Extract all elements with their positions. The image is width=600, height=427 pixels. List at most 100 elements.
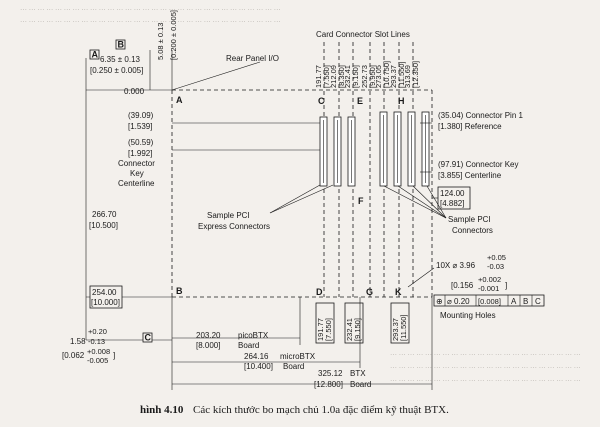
- hole-in-close: ]: [505, 281, 507, 290]
- connector-key-right-2: [3.855] Centerline: [438, 171, 502, 180]
- fcf-c: C: [535, 297, 541, 306]
- board-length-dims: 203.20 picoBTX [8.000] Board 264.16 micr…: [171, 297, 433, 390]
- btx-dim: 325.12: [318, 369, 343, 378]
- bottom-slot-dim: 293.37: [391, 318, 400, 341]
- dim-5059-in: [1.992]: [128, 149, 152, 158]
- pico-name: picoBTX: [238, 331, 269, 340]
- hole-in: [0.156: [451, 281, 474, 290]
- micro-dim: 264.16: [244, 352, 269, 361]
- fcf-tol: ⌀ 0.20: [447, 297, 470, 306]
- dim-3909-in: [1.539]: [128, 122, 152, 131]
- key-left-2: Key: [130, 169, 144, 178]
- hole-tol-plus: +0.05: [487, 253, 506, 262]
- top-slot-dims: 191.77[7.550]212.09[8.350]232.41[9.150]2…: [314, 61, 420, 88]
- point-h: H: [398, 96, 405, 106]
- fcf-b: B: [523, 297, 528, 306]
- feature-control-frame: ⊕ ⌀ 0.20 [0.008] A B C: [433, 294, 545, 307]
- point-g: G: [366, 287, 373, 297]
- top-slot-dim: 232.41: [343, 65, 352, 88]
- bottom-slot-dim-box: [315, 302, 335, 344]
- hole-count-dim: 10X ⌀ 3.96: [436, 261, 476, 270]
- bleed-bottom-line-3: … … … … … … … … … … … … … … … … … … … … …: [390, 375, 581, 383]
- hole-in-minus: -0.001: [478, 284, 499, 293]
- top-slot-dim: 212.09: [329, 65, 338, 88]
- top-slot-dim-in: [11.550]: [397, 61, 406, 88]
- point-c: C: [318, 96, 325, 106]
- key-left-1: Connector: [118, 159, 155, 168]
- bottom-slot-dims: 191.77[7.550]232.41[9.150]293.37[11.550]: [315, 302, 410, 344]
- bottom-slot-dim-in: [7.550]: [324, 318, 333, 341]
- top-slot-dim: 293.37: [389, 65, 398, 88]
- caption-label: hình 4.10: [140, 404, 184, 416]
- pico-dim-in: [8.000]: [196, 341, 220, 350]
- datum-b-box: [115, 39, 126, 50]
- dim-158-minus: -0.13: [88, 337, 105, 346]
- dim-254: 254.00: [92, 288, 117, 297]
- bleed-top-line-2: … … … … … … … … … … … … … … … … … … … … …: [20, 16, 281, 24]
- dim-158-in-close: ]: [113, 351, 115, 360]
- dim-top-left-1: 6.35 ± 0.13: [100, 55, 141, 64]
- sample-pci-1: Sample PCI: [448, 215, 491, 224]
- pico-board: Board: [238, 341, 259, 350]
- dim-124: 124.00: [440, 189, 465, 198]
- top-slot-dim: 191.77: [314, 65, 323, 88]
- top-slot-dim-in: [12.350]: [411, 61, 420, 88]
- datum-a: A: [92, 50, 99, 60]
- bleed-bottom-line-2: … … … … … … … … … … … … … … … … … … … … …: [390, 362, 581, 370]
- btx-dim-in: [12.800]: [314, 380, 343, 389]
- bottom-slot-dim-in: [11.550]: [399, 314, 408, 341]
- bleed-top-line-1: … … … … … … … … … … … … … … … … … … … … …: [20, 4, 281, 12]
- datum-b: B: [118, 40, 125, 50]
- btx-board: Board: [350, 380, 371, 389]
- dim-top-v2: [0.200 ± 0.005]: [169, 10, 178, 60]
- datum-c-box: [142, 332, 153, 343]
- connector-pin1: (35.04) Connector Pin 1: [438, 111, 523, 120]
- top-slot-dim-in: [10.750]: [382, 61, 391, 88]
- bottom-slot-dim: 191.77: [316, 318, 325, 341]
- point-f: F: [358, 196, 364, 206]
- micro-dim-in: [10.400]: [244, 362, 273, 371]
- top-slot-dim-in: [9.150]: [351, 65, 360, 88]
- rear-panel-label: Rear Panel I/O: [226, 54, 279, 63]
- dim-top-v1: 5.08 ± 0.13: [156, 23, 165, 60]
- mounting-holes-label: Mounting Holes: [440, 311, 496, 320]
- top-slot-dim-in: [7.550]: [322, 65, 331, 88]
- caption-text: Các kích thước bo mạch chủ 1.0a đặc điểm…: [193, 404, 449, 416]
- dim-158: 1.58: [70, 337, 86, 346]
- bleed-bottom-line-1: … … … … … … … … … … … … … … … … … … … … …: [390, 349, 581, 357]
- btx-name: BTX: [350, 369, 366, 378]
- hole-in-plus: +0.002: [478, 275, 501, 284]
- top-slot-dim-in: [8.350]: [337, 65, 346, 88]
- dim-zero-top: 0.000: [124, 87, 145, 96]
- fcf-a: A: [511, 297, 517, 306]
- top-slot-dim-in: [9.950]: [368, 65, 377, 88]
- dim-158-plus: +0.20: [88, 327, 107, 336]
- dim-26670-in: [10.500]: [89, 221, 118, 230]
- card-connector-slot-lines-label: Card Connector Slot Lines: [316, 30, 410, 39]
- bottom-slot-dim-box: [344, 302, 364, 344]
- dim-254-box: [89, 285, 123, 309]
- sample-pcie-2: Express Connectors: [198, 222, 270, 231]
- pico-dim: 203.20: [196, 331, 221, 340]
- point-e: E: [357, 96, 363, 106]
- bottom-slot-dim-in: [9.150]: [353, 318, 362, 341]
- micro-name: microBTX: [280, 352, 316, 361]
- key-left-3: Centerline: [118, 179, 155, 188]
- dim-158-in: [0.062: [62, 351, 85, 360]
- dim-158-in-minus: -0.005: [87, 356, 108, 365]
- datum-a-box: [89, 49, 100, 60]
- dim-3909: (39.09): [128, 111, 154, 120]
- fcf-tol-in: [0.008]: [478, 297, 501, 306]
- board-outline: [171, 61, 433, 298]
- top-slot-dim: 252.73: [360, 65, 369, 88]
- sample-pci-2: Connectors: [452, 226, 493, 235]
- top-slot-dim: 273.05: [374, 65, 383, 88]
- fcf-symbol: ⊕: [436, 297, 443, 306]
- micro-board: Board: [283, 362, 304, 371]
- dim-124-in: [4.882]: [440, 199, 464, 208]
- hole-tol-minus: -0.03: [487, 262, 504, 271]
- dim-5059: (50.59): [128, 138, 154, 147]
- sample-pcie-1: Sample PCI: [207, 211, 250, 220]
